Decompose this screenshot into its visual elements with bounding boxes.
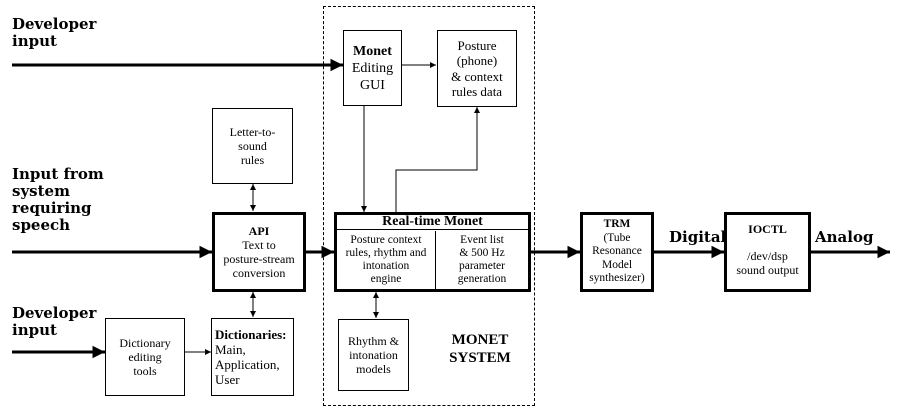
rhythm-line: Rhythm & (347, 334, 399, 348)
api-line: Text to (242, 238, 276, 252)
monet-editing-title: Monet (353, 43, 392, 59)
ioctl-line: /dev/dsp (747, 249, 788, 263)
api-line: posture-stream (223, 252, 295, 266)
realtime-monet-box: Real-time Monet Posture context rules, r… (334, 212, 531, 292)
realtime-event-list-cell: Event list & 500 Hz parameter generation (457, 234, 507, 285)
trm-box: TRM (Tube Resonance Model synthesizer) (580, 212, 654, 292)
dictionaries-title: Dictionaries: (215, 327, 287, 342)
dict-tools-line: tools (133, 364, 157, 378)
monet-editing-gui-box: Monet Editing GUI (343, 30, 402, 106)
lts-line: rules (240, 153, 265, 167)
rhythm-line: intonation (349, 348, 398, 362)
trm-line: (Tube (603, 231, 631, 244)
dictionary-editing-tools-box: Dictionary editing tools (105, 318, 185, 396)
posture-line: Posture (457, 37, 497, 53)
api-line: conversion (232, 266, 286, 280)
realtime-monet-title: Real-time Monet (337, 215, 528, 230)
rhythm-line: models (356, 362, 391, 376)
dictionaries-line: User (215, 372, 240, 387)
api-title: API (248, 224, 270, 238)
posture-line: & context (451, 68, 503, 84)
rhythm-intonation-box: Rhythm & intonation models (338, 319, 409, 391)
ioctl-box: IOCTL /dev/dsp sound output (724, 212, 811, 292)
letter-to-sound-box: Letter-to- sound rules (212, 108, 293, 184)
ioctl-title: IOCTL (748, 222, 787, 236)
trm-line: Resonance (592, 245, 642, 258)
dict-tools-line: editing (128, 350, 162, 364)
dictionaries-line: Main, (215, 342, 246, 357)
posture-line: (phone) (456, 53, 498, 68)
trm-line: Model (601, 258, 633, 271)
ioctl-line: sound output (736, 263, 799, 277)
monet-system-label: MONET SYSTEM (449, 332, 511, 366)
posture-line: rules data (451, 84, 503, 99)
system-input-label: Input from system requiring speech (12, 165, 104, 234)
digital-label: Digital (669, 228, 727, 246)
dictionaries-line: Application, (215, 357, 280, 372)
api-box: API Text to posture-stream conversion (212, 212, 306, 292)
lts-line: sound (238, 139, 267, 153)
developer-input-bottom-label: Developer input (12, 304, 97, 339)
dict-tools-line: Dictionary (119, 336, 171, 350)
analog-label: Analog (815, 228, 874, 246)
arrow-realtime-to-posture (395, 107, 480, 212)
realtime-engine-cell: Posture context rules, rhythm and intona… (337, 231, 436, 289)
dictionaries-box: Dictionaries: Main, Application, User (211, 318, 294, 396)
trm-title: TRM (603, 218, 631, 231)
posture-context-data-box: Posture (phone) & context rules data (437, 30, 517, 107)
developer-input-top-label: Developer input (12, 15, 97, 50)
monet-editing-line: GUI (360, 77, 385, 93)
monet-system-region (323, 6, 535, 406)
trm-line: synthesizer) (589, 272, 645, 285)
monet-editing-line: Editing (351, 60, 394, 76)
lts-line: Letter-to- (229, 125, 276, 139)
